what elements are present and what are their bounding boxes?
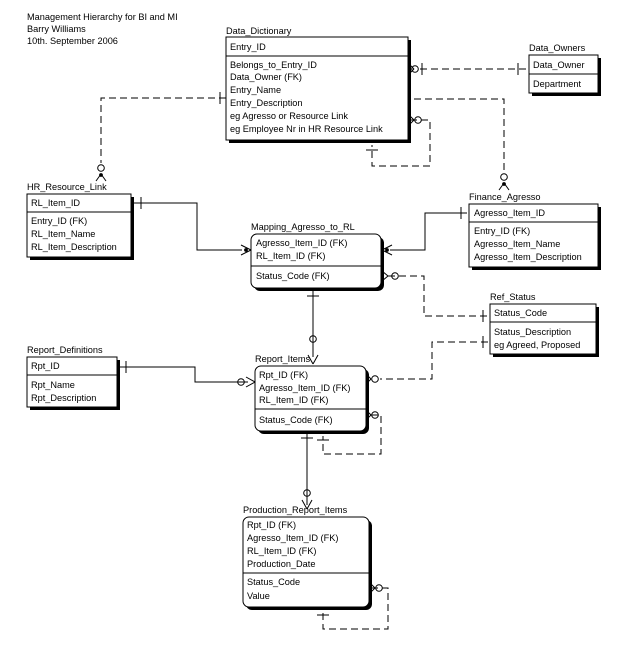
entity-key: Rpt_ID (FK) [247,520,296,530]
rel-mapping-report-items [307,290,319,365]
entity-key: RL_Item_ID (FK) [256,251,325,261]
entity-attribute: RL_Item_Description [31,242,117,252]
entity-title: Data_Owners [529,43,586,53]
rel-status-mapping [381,270,488,322]
entity-finance-agresso[interactable]: Finance_Agresso Agresso_Item_ID Entry_ID… [468,192,601,270]
entity-attribute: Entry_Description [230,98,303,108]
entity-attribute: Value [247,591,270,601]
entity-attribute: Status_Description [494,327,571,337]
entity-attribute: Entry_Name [230,85,281,95]
entity-mapping-agresso-to-rl[interactable]: Mapping_Agresso_to_RL Agresso_Item_ID (F… [250,222,384,291]
entity-title: Data_Dictionary [226,26,292,36]
rel-report-items-production [301,433,313,510]
rel-dictionary-owners [408,63,527,75]
rel-hr-link-mapping [134,197,252,256]
header-title: Management Hierarchy for BI and MI [27,12,178,22]
entity-ref-status[interactable]: Ref_Status Status_Code Status_Descriptio… [489,292,599,357]
entity-title: Mapping_Agresso_to_RL [251,222,355,232]
entity-title: Report_Items [255,354,311,364]
entity-title: Ref_Status [490,292,536,302]
entity-title: Production_Report_Items [243,505,348,515]
entity-attribute: Status_Code (FK) [256,271,330,281]
header-date: 10th. September 2006 [27,36,118,46]
entity-attribute: RL_Item_Name [31,229,95,239]
entity-report-items[interactable]: Report_Items Rpt_ID (FK) Agresso_Item_ID… [254,354,369,434]
rel-finance-mapping [381,207,467,256]
entity-key: Data_Owner [533,60,585,70]
entity-attribute: eg Agresso or Resource Link [230,111,348,121]
entity-attribute: Status_Code [247,577,300,587]
entity-key: Rpt_ID (FK) [259,370,308,380]
entity-key: Agresso_Item_ID [474,208,545,218]
entity-attribute: Agresso_Item_Name [474,239,560,249]
entity-attribute: Rpt_Name [31,380,75,390]
rel-status-report-items [365,336,488,385]
entity-key: RL_Item_ID [31,198,80,208]
entity-key: Status_Code [494,308,547,318]
entity-title: HR_Resource_Link [27,182,107,192]
diagram-header: Management Hierarchy for BI and MI Barry… [27,12,178,46]
entity-attribute: Entry_ID (FK) [474,226,530,236]
entity-key: Agresso_Item_ID (FK) [256,238,347,248]
rel-dictionary-hr-link [95,92,226,182]
entity-key: RL_Item_ID (FK) [247,546,316,556]
entity-key: Agresso_Item_ID (FK) [259,383,350,393]
rel-definitions-report-items [120,361,256,388]
relationships [95,63,527,630]
entity-attribute: eg Agreed, Proposed [494,340,580,350]
entity-report-definitions[interactable]: Report_Definitions Rpt_ID Rpt_Name Rpt_D… [26,345,120,410]
entity-attribute: Data_Owner (FK) [230,72,302,82]
entity-key: Agresso_Item_ID (FK) [247,533,338,543]
entity-attribute: Entry_ID (FK) [31,216,87,226]
entity-key: Rpt_ID [31,361,60,371]
entity-key: Entry_ID [230,42,266,52]
entity-attribute: Agresso_Item_Description [474,252,582,262]
entity-hr-resource-link[interactable]: HR_Resource_Link RL_Item_ID Entry_ID (FK… [26,182,134,260]
rel-dictionary-finance [414,98,510,191]
entity-key: Production_Date [247,559,315,569]
entity-attribute: Status_Code (FK) [259,415,333,425]
entity-attribute: Belongs_to_Entry_ID [230,60,317,70]
entity-title: Finance_Agresso [469,192,541,202]
entity-attribute: Rpt_Description [31,393,96,403]
entity-production-report-items[interactable]: Production_Report_Items Rpt_ID (FK) Agre… [242,505,372,610]
entity-data-owners[interactable]: Data_Owners Data_Owner Department [528,43,601,96]
entity-key: RL_Item_ID (FK) [259,395,328,405]
entity-data-dictionary[interactable]: Data_Dictionary Entry_ID Belongs_to_Entr… [225,26,411,143]
entity-attribute: Department [533,79,581,89]
header-author: Barry Williams [27,24,86,34]
entity-attribute: eg Employee Nr in HR Resource Link [230,124,383,134]
entity-title: Report_Definitions [27,345,103,355]
